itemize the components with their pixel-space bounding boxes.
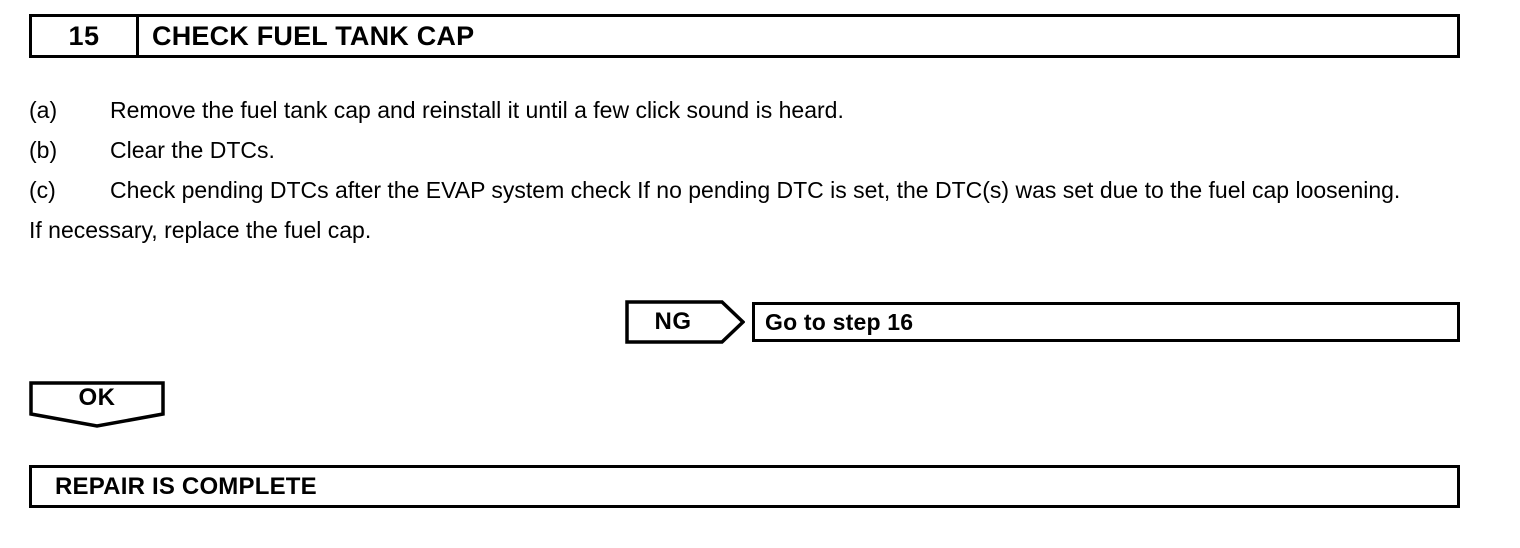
procedure-item-a-label: (a) [29, 97, 58, 123]
ok-flag-label: OK [78, 383, 116, 411]
procedure-item-b-text: Clear the DTCs. [110, 137, 275, 163]
step-title: CHECK FUEL TANK CAP [152, 20, 475, 51]
step-title-cell: CHECK FUEL TANK CAP [139, 17, 1457, 55]
procedure-item-c-text: Check pending DTCs after the EVAP system… [110, 177, 1401, 203]
procedure-list: (a) Remove the fuel tank cap and reinsta… [29, 90, 1489, 250]
go-to-step-label: Go to step 16 [765, 308, 914, 335]
procedure-item-a-text: Remove the fuel tank cap and reinstall i… [110, 97, 844, 123]
procedure-note: If necessary, replace the fuel cap. [29, 217, 372, 243]
step-number: 15 [68, 20, 100, 51]
procedure-item-b: (b) Clear the DTCs. [29, 130, 1489, 170]
repair-complete-label: REPAIR IS COMPLETE [55, 472, 317, 500]
procedure-item-c-label: (c) [29, 177, 56, 203]
ng-flag-label: NG [654, 308, 692, 335]
procedure-item-b-label: (b) [29, 137, 58, 163]
ok-chevron-flag-icon [29, 381, 169, 429]
procedure-item-c: (c) Check pending DTCs after the EVAP sy… [29, 170, 1489, 210]
repair-complete-box: REPAIR IS COMPLETE [29, 465, 1460, 508]
step-number-cell: 15 [32, 17, 139, 55]
ng-arrow-flag-icon [625, 300, 745, 344]
step-header-bar: 15 CHECK FUEL TANK CAP [29, 14, 1460, 58]
go-to-step-box[interactable]: Go to step 16 [752, 302, 1460, 342]
procedure-item-a: (a) Remove the fuel tank cap and reinsta… [29, 90, 1489, 130]
